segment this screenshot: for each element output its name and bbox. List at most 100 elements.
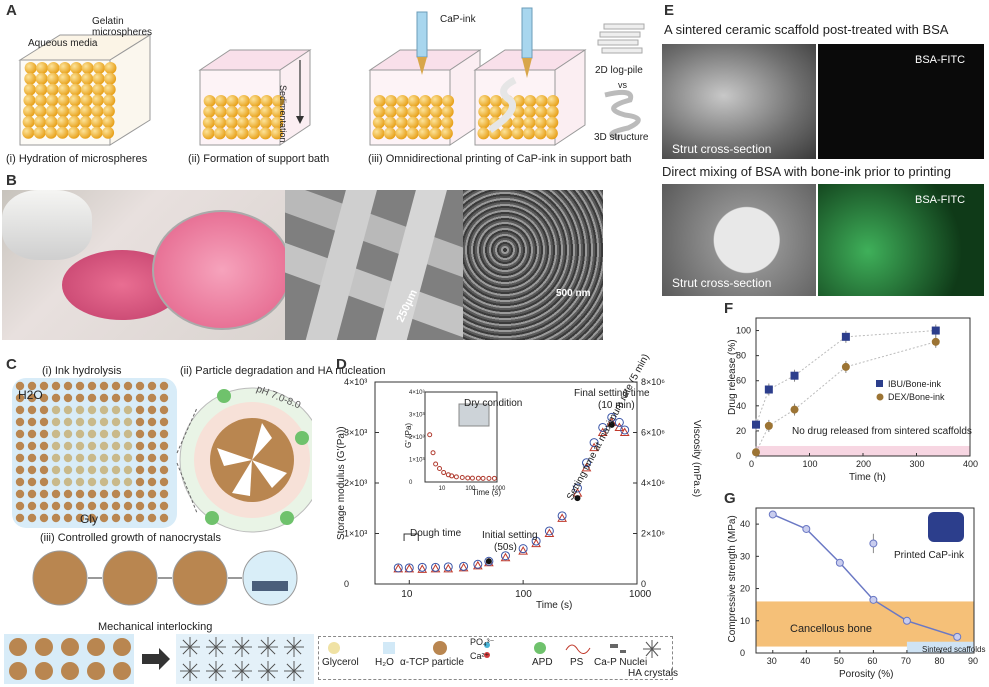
particle	[111, 465, 121, 475]
viscosity-point	[404, 563, 414, 573]
inset-point	[453, 474, 459, 480]
particle	[159, 501, 169, 511]
particle	[75, 465, 85, 475]
particle	[63, 405, 73, 415]
microsphere	[259, 127, 272, 140]
microsphere	[203, 105, 216, 118]
x-tick-label: 40	[800, 656, 810, 666]
particle	[123, 405, 133, 415]
microsphere	[373, 95, 386, 107]
panel-c-legend	[318, 636, 673, 680]
particle	[51, 513, 61, 523]
particle	[63, 381, 73, 391]
microsphere	[202, 116, 215, 129]
particle	[75, 477, 85, 487]
particle	[147, 441, 157, 451]
inset-point	[486, 475, 492, 481]
microsphere	[58, 83, 71, 96]
microsphere	[102, 105, 115, 118]
particle	[159, 429, 169, 439]
ibu-point	[790, 371, 799, 380]
nanocrystal-growth	[32, 550, 298, 606]
particle	[63, 477, 73, 487]
microsphere	[396, 95, 409, 107]
inset-point	[441, 470, 447, 476]
particle	[135, 417, 145, 427]
inset-x-tick: 100	[465, 486, 476, 492]
particle	[99, 453, 109, 463]
x-tick-label: 0	[749, 459, 754, 469]
microsphere	[34, 94, 47, 107]
particle	[135, 477, 145, 487]
particle	[75, 501, 85, 511]
inset-y-tick: 1×10³	[409, 458, 425, 464]
microsphere	[546, 116, 559, 129]
y-tick-label: 0	[736, 451, 741, 461]
legend-ca: Ca²⁺	[470, 651, 490, 661]
particle	[123, 429, 133, 439]
microsphere	[385, 95, 398, 107]
inset-x-tick: 10	[439, 486, 446, 492]
microsphere	[478, 95, 491, 107]
particle	[15, 429, 25, 439]
microsphere	[24, 72, 37, 85]
x-tick-label: 1000	[629, 589, 652, 600]
interlocking-illustration	[4, 634, 314, 684]
particle	[51, 429, 61, 439]
particle	[27, 441, 37, 451]
viscosity-point	[544, 526, 554, 536]
particle	[75, 393, 85, 403]
modulus-point	[597, 427, 608, 436]
particle	[75, 513, 85, 523]
inset-point	[449, 473, 455, 479]
microsphere	[69, 83, 82, 96]
microsphere	[272, 95, 285, 107]
viscosity-point	[572, 483, 582, 493]
modulus-point	[557, 513, 567, 522]
particle	[61, 638, 79, 656]
modulus-point	[614, 422, 625, 431]
x-tick-label: 30	[767, 656, 777, 666]
particle	[111, 381, 121, 391]
y-tick-label: 20	[736, 426, 746, 436]
microsphere	[68, 116, 81, 128]
particle	[87, 477, 97, 487]
microsphere	[384, 105, 397, 118]
particle	[51, 465, 61, 475]
particle	[123, 513, 133, 523]
viscosity-point	[598, 422, 608, 432]
particle	[135, 513, 145, 523]
structure-3d-label: 3D structure	[594, 132, 649, 143]
particle	[15, 501, 25, 511]
inset-point	[459, 475, 465, 480]
ibu-point	[752, 420, 760, 429]
microsphere	[523, 116, 536, 129]
microsphere	[36, 62, 49, 74]
particle	[87, 662, 105, 680]
viscosity-point	[473, 559, 483, 569]
ha-crystal	[260, 663, 276, 679]
microsphere	[215, 95, 228, 107]
microsphere	[236, 127, 249, 140]
particle	[9, 662, 27, 680]
particle	[135, 453, 145, 463]
viscosity-point	[589, 438, 599, 448]
setting-marker	[574, 495, 581, 502]
particle	[147, 489, 157, 499]
particle	[87, 417, 97, 427]
microsphere	[259, 116, 272, 129]
particle	[99, 441, 109, 451]
particle	[99, 465, 109, 475]
caption-i: (i) Hydration of microspheres	[6, 153, 148, 165]
sem-sintered	[662, 44, 816, 159]
microsphere	[524, 95, 537, 107]
particle	[99, 405, 109, 415]
inset-y-tick: 0	[409, 480, 413, 486]
particle	[27, 513, 37, 523]
microsphere	[419, 95, 432, 107]
particle	[51, 393, 61, 403]
microsphere	[489, 105, 502, 118]
microsphere	[226, 105, 239, 118]
microsphere	[79, 126, 92, 139]
